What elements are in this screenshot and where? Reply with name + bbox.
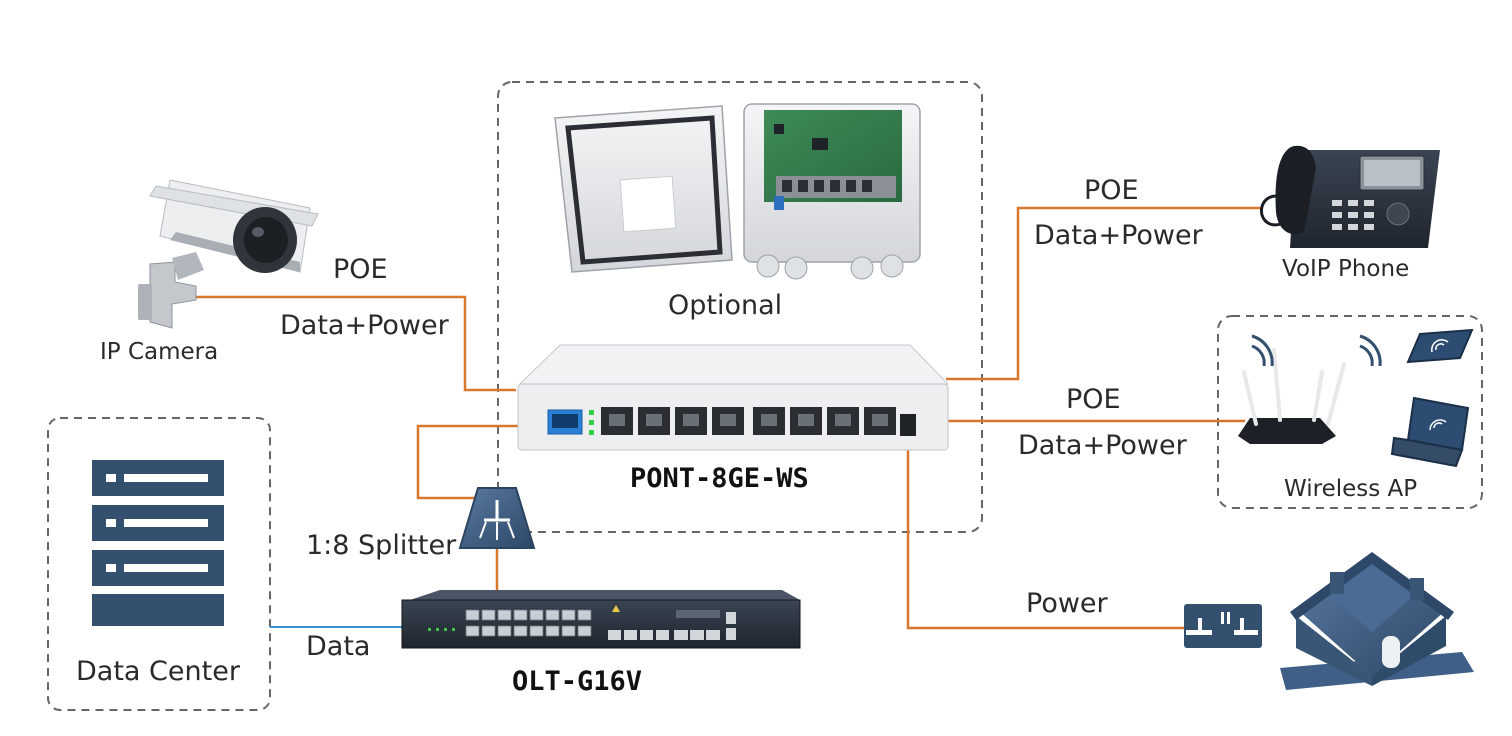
data-label: Data [306, 631, 371, 662]
ap-poe-label: POE [1066, 384, 1121, 415]
voip-phone-label: VoIP Phone [1282, 256, 1410, 282]
pont-model-label: PONT-8GE-WS [630, 463, 809, 494]
power-outlet-icon [1184, 604, 1262, 648]
power-line [906, 440, 1184, 630]
wireless-ap-label: Wireless AP [1284, 476, 1418, 502]
optional-enclosure-group [497, 81, 983, 533]
laptop-icon [1390, 396, 1470, 468]
ap-data-power-label: Data+Power [1018, 430, 1187, 461]
phone-poe-label: POE [1084, 175, 1139, 206]
olt-device-icon [401, 590, 801, 649]
pont-switch-icon [517, 344, 950, 451]
ip-camera-label: IP Camera [100, 339, 219, 365]
fiber-splitter-line [416, 424, 558, 500]
outdoor-enclosure-icon [554, 103, 921, 280]
camera-poe-line [192, 295, 516, 392]
optical-splitter-icon [458, 487, 536, 549]
phone-poe-line [946, 206, 1262, 381]
server-rack-icon [92, 460, 224, 626]
splitter-label: 1:8 Splitter [306, 530, 457, 561]
optional-label: Optional [668, 290, 783, 321]
wireless-router-icon [1238, 334, 1382, 444]
poe-connections [192, 206, 1262, 630]
house-icon [1280, 552, 1474, 690]
camera-data-power-label: Data+Power [280, 310, 449, 341]
voip-phone-icon [1260, 145, 1440, 248]
tablet-icon [1406, 328, 1474, 364]
data-center-group [47, 417, 271, 711]
data-center-label: Data Center [76, 656, 240, 687]
ip-camera-icon [138, 179, 319, 329]
phone-data-power-label: Data+Power [1034, 220, 1203, 251]
olt-model-label: OLT-G16V [512, 666, 643, 697]
power-label: Power [1026, 588, 1108, 619]
camera-poe-label: POE [333, 254, 388, 285]
wireless-ap-group [1217, 315, 1483, 509]
